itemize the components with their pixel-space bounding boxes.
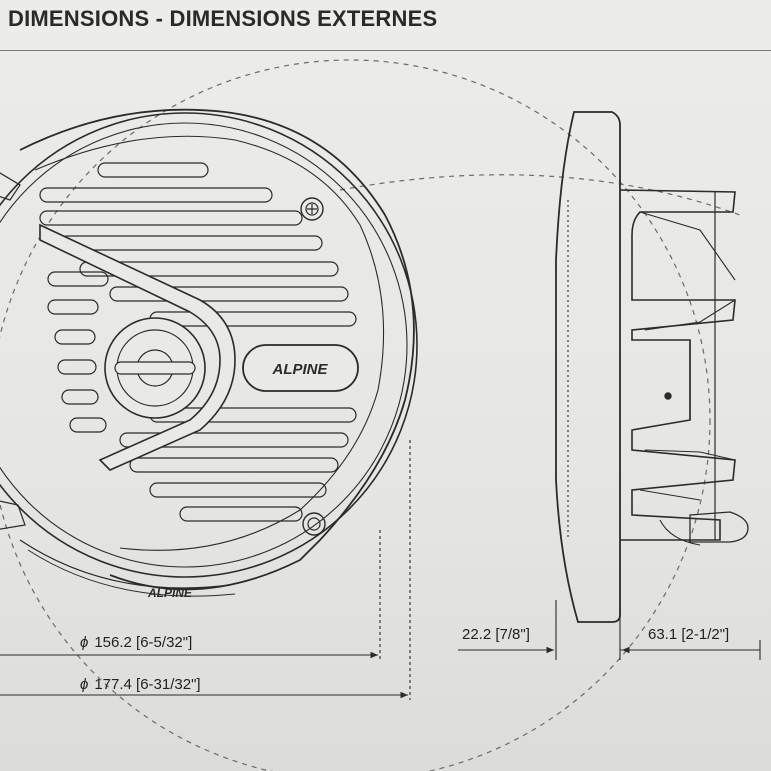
- brand-badge: [242, 344, 359, 392]
- title-divider: [0, 50, 771, 51]
- brand-logo-text: ALPINE: [271, 361, 328, 378]
- dimension-total-depth: 63.1 [2-1/2"]: [648, 626, 729, 643]
- construction-arcs: [0, 59, 741, 771]
- grille-outline: [19, 108, 415, 591]
- diameter-symbol: ϕ: [80, 676, 89, 693]
- screw-bottom-icon: [302, 512, 326, 536]
- dimension-outer-diameter: ϕ 177.4 [6-31/32"]: [80, 676, 201, 693]
- grille-slats: [39, 162, 357, 522]
- page-title: DIMENSIONS - DIMENSIONS EXTERNES: [8, 6, 438, 31]
- dimension-grille-diameter: ϕ 156.2 [6-5/32"]: [80, 634, 192, 651]
- dimension-value: 177.4 [6-31/32"]: [94, 676, 201, 693]
- side-view: [555, 111, 749, 623]
- dimension-value: 156.2 [6-5/32"]: [94, 634, 193, 651]
- side-flange: [555, 111, 621, 623]
- dimension-lines: [0, 440, 761, 700]
- terminal-connector: [689, 511, 749, 543]
- dimension-mount-depth: 22.2 [7/8"]: [462, 626, 530, 643]
- dimension-value: 63.1 [2-1/2"]: [648, 626, 730, 643]
- screw-top-icon: [300, 197, 324, 221]
- mounting-ring: [0, 112, 418, 578]
- rim-brand-text: ALPINE: [147, 586, 193, 600]
- front-view: [0, 108, 418, 597]
- grille-chevron: [39, 223, 236, 471]
- diameter-symbol: ϕ: [80, 634, 89, 651]
- dimension-value: 22.2 [7/8"]: [462, 626, 530, 643]
- speaker-basket: [619, 189, 736, 541]
